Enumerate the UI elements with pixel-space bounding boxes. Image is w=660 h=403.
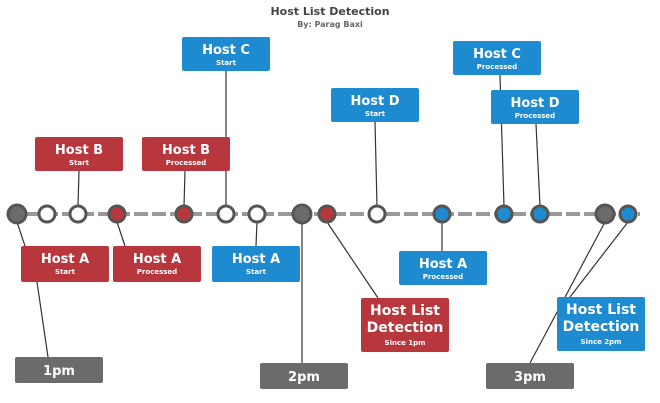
time-markers: 1pm 2pm 3pm <box>15 357 574 389</box>
event-status: Processed <box>515 112 555 120</box>
event-label: Host B <box>162 143 210 158</box>
event-status: Start <box>55 268 76 276</box>
timeline-node-11 <box>432 204 452 224</box>
event-label: Host C <box>202 43 250 58</box>
timeline-node-10 <box>367 204 387 224</box>
timeline-node-3 <box>68 204 88 224</box>
timeline-node-6 <box>216 204 236 224</box>
event-label: Host C <box>473 47 521 62</box>
event-label: Host D <box>510 96 559 111</box>
event-box-background <box>491 90 579 124</box>
event-box-background <box>212 246 300 282</box>
connector-host-list-detection-since-2pm <box>569 221 629 298</box>
event-box-background <box>399 251 487 285</box>
timeline-node-15 <box>618 204 638 224</box>
event-box-background <box>21 246 109 282</box>
connector-3pm <box>529 221 606 364</box>
timeline-node-9 <box>317 204 337 224</box>
event-label: Host A <box>41 252 89 267</box>
connector-host-d-start <box>374 121 378 207</box>
event-label: Host A <box>133 252 181 267</box>
time-marker-3pm: 3pm <box>486 363 574 389</box>
connector-host-list-detection-since-1pm <box>326 221 379 299</box>
timeline-nodes <box>6 203 638 225</box>
event-status: Processed <box>166 159 206 167</box>
event-status: Start <box>69 159 90 167</box>
timeline-node-14 <box>594 203 616 225</box>
event-box-background <box>35 137 123 171</box>
event-status: Since 1pm <box>385 339 426 347</box>
event-box-background <box>142 137 230 171</box>
event-status: Start <box>246 268 267 276</box>
connector-1pm <box>36 281 49 358</box>
timeline-node-2 <box>37 204 57 224</box>
event-label: Host A <box>232 252 280 267</box>
diagram-title: Host List Detection <box>270 5 389 18</box>
connector-host-a-processed <box>116 221 126 247</box>
time-marker-2pm: 2pm <box>260 363 348 389</box>
event-box-background <box>453 41 541 75</box>
time-marker-background <box>15 357 103 383</box>
event-status: Start <box>216 59 237 67</box>
connector-host-b-processed <box>183 170 186 207</box>
time-marker-label: 3pm <box>514 370 546 385</box>
event-status: Start <box>365 110 386 118</box>
diagram-subtitle: By: Parag Baxi <box>297 20 363 29</box>
event-status: Processed <box>477 63 517 71</box>
timeline-node-5 <box>174 204 194 224</box>
event-box-background <box>361 298 449 352</box>
timeline-node-4 <box>107 204 127 224</box>
connector-host-d-processed <box>535 123 541 207</box>
timeline-node-12 <box>494 204 514 224</box>
time-marker-label: 1pm <box>43 364 75 379</box>
event-status: Since 2pm <box>581 338 622 346</box>
time-marker-background <box>486 363 574 389</box>
event-status: Processed <box>137 268 177 276</box>
connector-host-b-start <box>77 170 80 207</box>
event-box-background <box>182 37 270 71</box>
event-label: Host B <box>55 143 103 158</box>
event-label: Host A <box>419 257 467 272</box>
event-status: Processed <box>423 273 463 281</box>
event-box-background <box>557 297 645 351</box>
time-marker-background <box>260 363 348 389</box>
time-marker-1pm: 1pm <box>15 357 103 383</box>
timeline-node-7 <box>247 204 267 224</box>
time-marker-label: 2pm <box>288 370 320 385</box>
event-label: Host D <box>350 94 399 109</box>
connector-host-a-start <box>255 221 258 247</box>
timeline-node-1 <box>6 203 28 225</box>
event-box-background <box>113 246 201 282</box>
event-box-background <box>331 88 419 122</box>
timeline-node-8 <box>291 203 313 225</box>
timeline-node-13 <box>530 204 550 224</box>
